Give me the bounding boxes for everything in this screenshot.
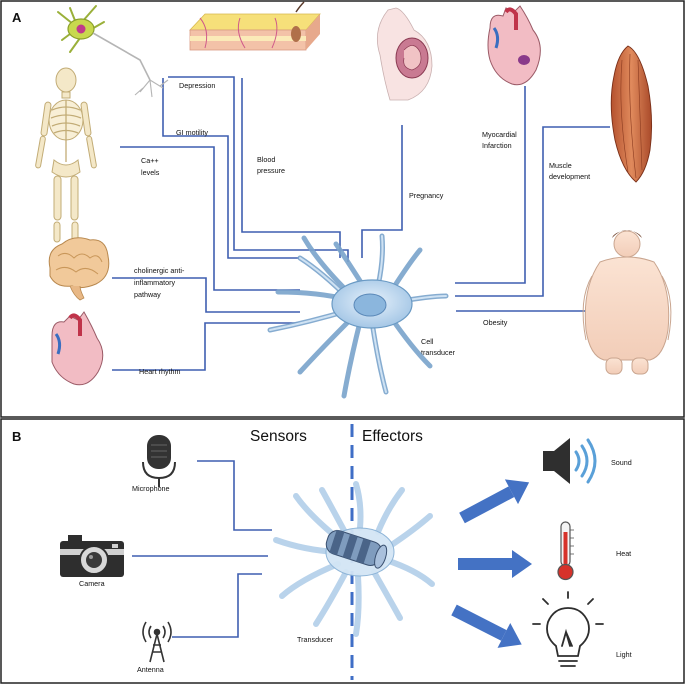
brain-icon — [48, 237, 110, 301]
skin-icon — [189, 1, 321, 51]
heart-top-icon — [487, 5, 541, 86]
neuron-icon — [57, 5, 169, 98]
heart-bottom-icon — [51, 311, 104, 386]
label-ca-line1: Ca++ — [141, 156, 159, 165]
label-cell-line1: Cell — [421, 337, 434, 346]
label-obesity: Obesity — [483, 318, 508, 327]
line-heart-rhythm — [112, 322, 300, 371]
thermometer-icon — [557, 521, 574, 581]
label-transducer: Transducer — [297, 635, 334, 644]
panel-a-labels: Depression GI motility Ca++ levels Blood… — [134, 81, 590, 376]
pregnancy-icon — [376, 7, 433, 101]
panel-b-letter: B — [12, 429, 21, 444]
panel-a-frame — [0, 0, 685, 418]
line-antenna — [172, 573, 262, 638]
label-muscle-line2: development — [549, 172, 590, 181]
panel-b-lines — [132, 460, 272, 638]
cell-transducer-icon — [267, 233, 449, 399]
label-blood-line2: pressure — [257, 166, 285, 175]
line-gi-motility — [162, 78, 300, 259]
line-microphone — [197, 460, 272, 531]
skeleton-icon — [35, 67, 97, 243]
arrow-to-sound — [459, 479, 530, 524]
connector-lines — [112, 76, 610, 371]
label-gi-motility: GI motility — [176, 128, 208, 137]
line-depression — [168, 76, 349, 262]
label-chol-line2: inflammatory — [134, 278, 176, 287]
label-sound: Sound — [611, 458, 632, 467]
label-blood-line1: Blood — [257, 155, 275, 164]
label-chol-line1: cholinergic anti- — [134, 266, 185, 275]
label-camera: Camera — [79, 579, 105, 588]
effectors-heading: Effectors — [362, 428, 423, 445]
label-heat: Heat — [616, 549, 631, 558]
line-muscle — [455, 126, 610, 297]
panel-b-frame — [0, 418, 685, 684]
label-myo-line1: Myocardial — [482, 130, 517, 139]
label-antenna: Antenna — [137, 665, 164, 674]
obese-body-icon — [582, 230, 672, 375]
line-myocardial — [455, 86, 526, 284]
label-heart-rhythm: Heart rhythm — [139, 367, 181, 376]
line-cholinergic — [112, 277, 300, 313]
label-depression: Depression — [179, 81, 215, 90]
label-muscle-line1: Muscle — [549, 161, 572, 170]
muscle-icon — [610, 45, 653, 183]
arrow-to-light — [451, 604, 522, 648]
label-cell-line2: transducer — [421, 348, 456, 357]
speaker-icon — [543, 438, 597, 484]
arrow-to-heat — [458, 550, 532, 578]
antenna-icon — [142, 621, 172, 663]
label-myo-line2: Infarction — [482, 141, 512, 150]
microphone-icon — [142, 435, 176, 487]
line-ca-levels — [120, 146, 300, 291]
camera-icon — [60, 535, 124, 577]
line-blood-pressure — [241, 78, 341, 258]
panel-a-letter: A — [12, 10, 22, 25]
line-pregnancy — [361, 125, 403, 258]
label-chol-line3: pathway — [134, 290, 161, 299]
lightbulb-icon — [532, 591, 604, 667]
label-microphone: Microphone — [132, 484, 170, 493]
transducer-cell-icon — [273, 481, 435, 637]
sensors-heading: Sensors — [250, 428, 307, 445]
label-ca-line2: levels — [141, 168, 160, 177]
label-light: Light — [616, 650, 632, 659]
effector-arrows — [451, 479, 532, 648]
label-pregnancy: Pregnancy — [409, 191, 444, 200]
